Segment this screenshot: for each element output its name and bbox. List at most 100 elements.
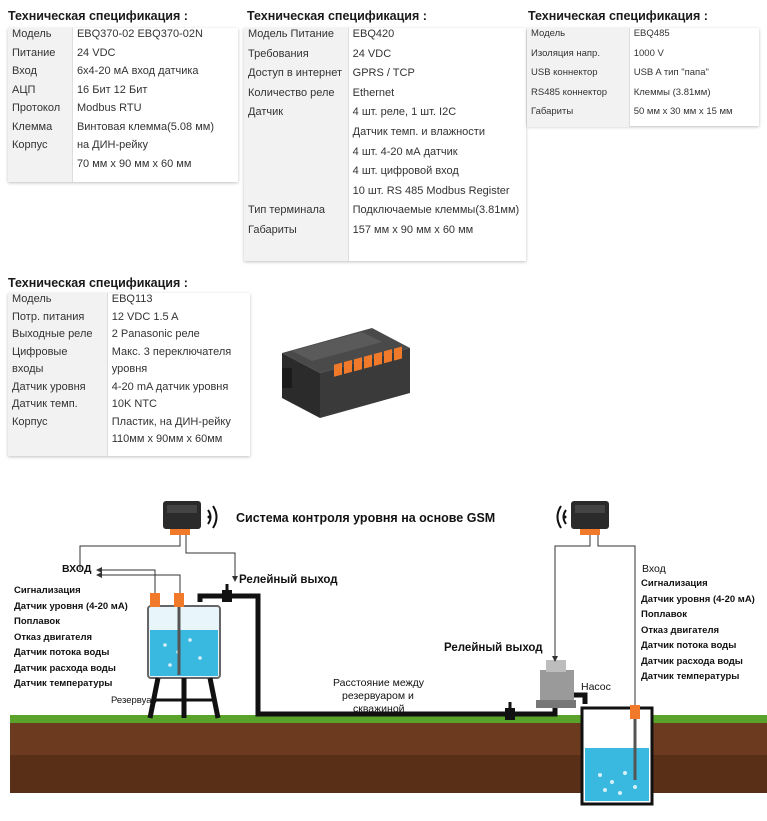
- spec-value: 16 Бит 12 Бит: [71, 83, 238, 102]
- spec-key: Цифровые: [8, 345, 108, 363]
- spec-filler: [8, 450, 250, 456]
- right-list-item: Поплавок: [641, 609, 687, 620]
- spec-key: АЦП: [8, 83, 73, 102]
- left-list-item: Датчик потока воды: [14, 647, 110, 658]
- gsm-controller-right: [571, 501, 609, 535]
- distance-label-2: резервуаром и: [342, 690, 414, 702]
- spec-value: 4 шт. 4-20 мА датчик: [347, 145, 526, 166]
- spec1-title: Техническая спецификация :: [8, 9, 188, 23]
- left-input-list: Сигнализация Датчик уровня (4-20 мА) Поп…: [14, 583, 128, 692]
- left-list-item: Сигнализация: [14, 585, 81, 596]
- relay-out-left-label: Релейный выход: [239, 574, 338, 586]
- spec-row: 110мм x 90мм x 60мм: [8, 433, 250, 451]
- spec-value: USB A тип "папа": [628, 67, 759, 87]
- spec-row: 10 шт. RS 485 Modbus Register: [244, 184, 526, 205]
- spec-value: 157 мм x 90 мм x 60 мм: [347, 223, 526, 244]
- spec-row: 4 шт. 4-20 мА датчик: [244, 145, 526, 166]
- spec-key: Габариты: [527, 106, 630, 126]
- spec-value: EBQ485: [628, 28, 759, 48]
- level-sensor: [174, 593, 184, 607]
- distance-label-3: скважиной: [353, 703, 405, 715]
- left-list-item: Датчик уровня (4-20 мА): [14, 600, 128, 612]
- right-list-item: Сигнализация: [641, 578, 708, 589]
- spec-value: 24 VDC: [71, 46, 238, 65]
- well-water: [585, 748, 649, 801]
- spec-value: 12 VDC 1.5 A: [106, 310, 250, 328]
- diagram-title: Система контроля уровня на основе GSM: [236, 511, 496, 525]
- spec-key: [244, 184, 349, 205]
- spec-key: [244, 145, 349, 166]
- relay-out-right-label: Релейный выход: [444, 642, 543, 654]
- spec-value: 10K NTC: [106, 398, 250, 416]
- right-list-item: Датчик расхода воды: [641, 655, 743, 667]
- spec-key: Количество реле: [244, 86, 349, 107]
- spec-key: Модель: [8, 293, 108, 311]
- spec-value: Датчик темп. и влажности: [347, 125, 526, 146]
- grass-strip: [10, 715, 767, 723]
- spec-key: Модель: [527, 28, 630, 48]
- spec-row: 4 шт. цифровой вход: [244, 165, 526, 185]
- spec-value: Подключаемые клеммы(3.81мм): [347, 204, 526, 224]
- spec-key: Датчик уровня: [8, 380, 108, 398]
- spec-value: Пластик, на ДИН-рейку: [106, 415, 250, 433]
- right-list-item: Датчик потока воды: [641, 640, 737, 651]
- float-sensor: [150, 593, 160, 607]
- spec-key: Корпус: [8, 415, 108, 433]
- spec-value: 50 мм x 30 мм x 15 мм: [628, 106, 759, 126]
- spec-key: Вход: [8, 65, 73, 84]
- spec-key: Тип терминала: [244, 204, 349, 224]
- spec-key: Потр. питания: [8, 310, 108, 328]
- spec-key: Датчик: [244, 106, 349, 126]
- spec-row: Датчик темп. и влажности: [244, 125, 526, 146]
- left-list-item: Отказ двигателя: [14, 631, 93, 643]
- input-left-label: ВХОД: [62, 563, 92, 575]
- spec-value: 2 Panasonic реле: [106, 328, 250, 346]
- spec-key: Габариты: [244, 223, 349, 244]
- pump-label: Насос: [581, 681, 611, 693]
- spec-key: Доступ в интернет: [244, 67, 349, 87]
- spec-key: Выходные реле: [8, 328, 108, 346]
- spec-key: [244, 165, 349, 185]
- spec-key: Питание: [8, 46, 73, 65]
- spec-value: EBQ370-02 EBQ370-02N: [71, 28, 238, 47]
- spec-key: [244, 125, 349, 146]
- spec-value: 6x4-20 мА вход датчика: [71, 65, 238, 84]
- spec-key: Требования: [244, 47, 349, 68]
- spec-value: 70 мм x 90 мм x 60 мм: [71, 157, 238, 176]
- spec-value: 4 шт. цифровой вход: [347, 165, 526, 185]
- spec-key: USB коннектор: [527, 67, 630, 87]
- spec2-title: Техническая спецификация :: [247, 9, 427, 23]
- spec-filler: [527, 125, 759, 126]
- spec-value: 1000 V: [628, 47, 759, 67]
- right-list-item: Отказ двигателя: [641, 624, 720, 636]
- spec-key: Корпус: [8, 139, 73, 158]
- distance-label-1: Расстояние между: [333, 677, 424, 689]
- gsm-controller-left: [163, 501, 201, 535]
- spec-value: Modbus RTU: [71, 102, 238, 121]
- spec-value: Ethernet: [347, 86, 526, 107]
- spec-value: GPRS / TCP: [347, 67, 526, 87]
- input-right-label: Вход: [642, 563, 666, 575]
- right-input-list: Сигнализация Датчик уровня (4-20 мА) Поп…: [641, 576, 755, 685]
- well-sensor: [630, 705, 640, 719]
